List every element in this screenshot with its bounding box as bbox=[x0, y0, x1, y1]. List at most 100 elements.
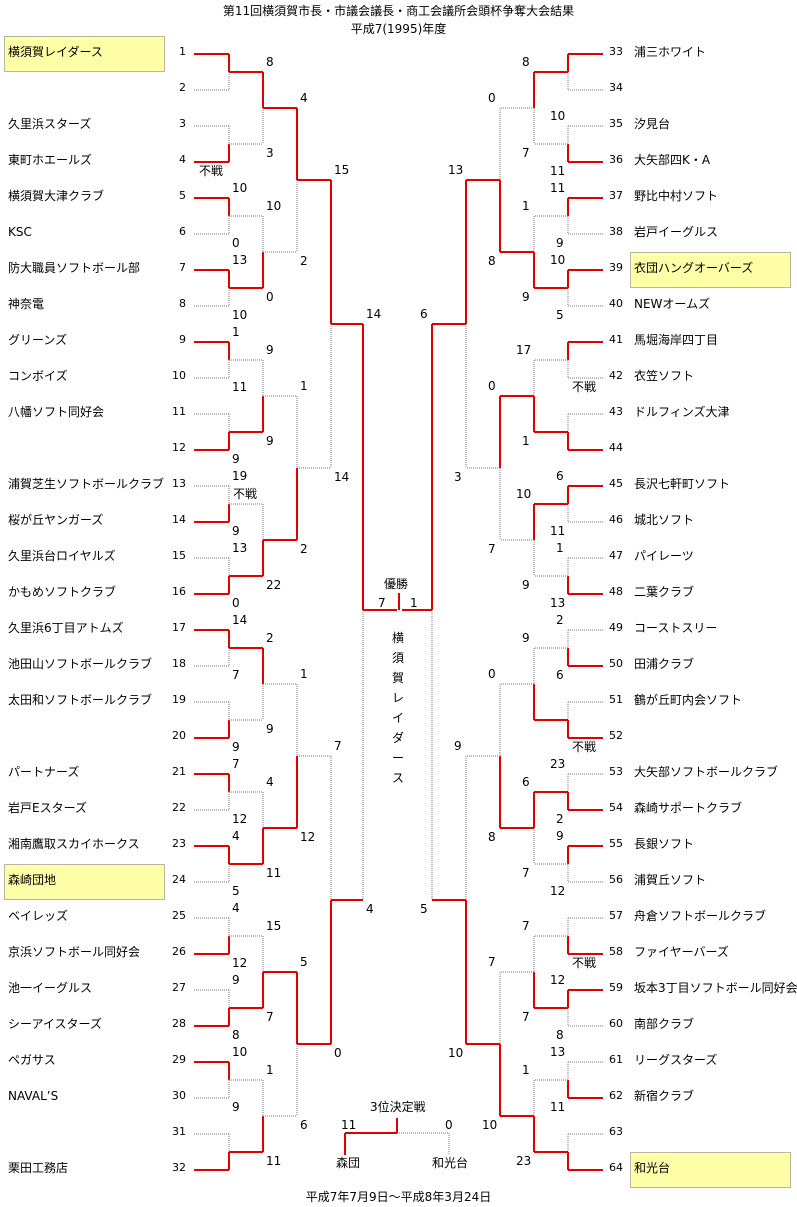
right-seed-number: 41 bbox=[609, 333, 623, 346]
left-team-name: 池一イーグルス bbox=[8, 981, 93, 995]
left-score: 22 bbox=[266, 578, 282, 592]
left-team-name: ペガサス bbox=[8, 1053, 56, 1067]
left-score: 8 bbox=[266, 55, 274, 69]
right-score: 9 bbox=[522, 578, 530, 592]
left-seed-number: 11 bbox=[172, 405, 186, 418]
right-score: 5 bbox=[556, 308, 564, 322]
right-team-name: 長銀ソフト bbox=[634, 837, 695, 851]
third-place-right-score: 0 bbox=[445, 1118, 453, 1132]
right-score: 3 bbox=[454, 470, 462, 484]
right-seed-number: 35 bbox=[609, 117, 623, 130]
right-seed-number: 54 bbox=[609, 801, 623, 814]
right-score: 8 bbox=[488, 830, 496, 844]
left-score: 0 bbox=[334, 1046, 342, 1060]
right-team-name: 和光台 bbox=[634, 1161, 671, 1175]
right-team-name: 田浦クラブ bbox=[634, 657, 695, 671]
left-seed-number: 3 bbox=[179, 117, 186, 130]
left-team-name: かもめソフトクラブ bbox=[8, 585, 117, 599]
right-seed-number: 47 bbox=[609, 549, 623, 562]
left-seed-number: 19 bbox=[172, 693, 186, 706]
right-team-name: 城北ソフト bbox=[634, 513, 695, 527]
right-score: 10 bbox=[550, 253, 566, 267]
right-seed-number: 56 bbox=[609, 873, 623, 886]
right-seed-number: 55 bbox=[609, 837, 623, 850]
right-seed-number: 45 bbox=[609, 477, 623, 490]
left-score: 9 bbox=[232, 524, 240, 538]
left-seed-number: 8 bbox=[179, 297, 186, 310]
right-seed-number: 50 bbox=[609, 657, 623, 670]
right-score: 9 bbox=[556, 236, 564, 250]
right-score: 9 bbox=[454, 739, 462, 753]
right-seed-number: 43 bbox=[609, 405, 623, 418]
left-score: 15 bbox=[334, 163, 350, 177]
right-seed-number: 61 bbox=[609, 1053, 623, 1066]
left-seed-number: 9 bbox=[179, 333, 186, 346]
right-team-name: 馬堀海岸四丁目 bbox=[634, 333, 719, 347]
right-team-name: 舟倉ソフトボールクラブ bbox=[634, 909, 767, 923]
final-label: 優勝 bbox=[384, 577, 409, 591]
left-score: 9 bbox=[232, 973, 240, 987]
right-score: 0 bbox=[488, 667, 496, 681]
left-score: 10 bbox=[232, 1045, 248, 1059]
left-score: 1 bbox=[266, 1063, 274, 1077]
left-score: 14 bbox=[232, 613, 248, 627]
left-seed-number: 5 bbox=[179, 189, 186, 202]
left-team-name: 桜が丘ヤンガーズ bbox=[8, 513, 104, 527]
right-score: 6 bbox=[556, 469, 564, 483]
left-team-name: 岩戸Eスターズ bbox=[8, 801, 87, 815]
right-score: 6 bbox=[420, 307, 428, 321]
left-score: 13 bbox=[232, 541, 248, 555]
left-team-name: コンボイズ bbox=[8, 369, 68, 383]
left-seed-number: 24 bbox=[172, 873, 186, 886]
champion-vertical-name: 横須賀レイダース bbox=[391, 631, 404, 785]
left-seed-number: 16 bbox=[172, 585, 186, 598]
right-score: 不戦 bbox=[572, 380, 597, 394]
left-score: 5 bbox=[300, 955, 308, 969]
right-seed-number: 49 bbox=[609, 621, 623, 634]
left-score: 4 bbox=[232, 829, 240, 843]
right-seed-number: 59 bbox=[609, 981, 623, 994]
left-seed-number: 30 bbox=[172, 1089, 186, 1102]
left-score: 不戦 bbox=[233, 487, 258, 501]
right-score: 7 bbox=[522, 146, 530, 160]
left-team-name: 久里浜スターズ bbox=[8, 117, 92, 131]
left-score: 3 bbox=[266, 146, 274, 160]
right-score: 12 bbox=[550, 884, 566, 898]
right-score: 13 bbox=[550, 596, 566, 610]
right-team-name: 鶴が丘町内会ソフト bbox=[634, 693, 743, 707]
right-score: 8 bbox=[522, 55, 530, 69]
left-team-name: グリーンズ bbox=[8, 333, 68, 347]
left-score: 2 bbox=[300, 542, 308, 556]
right-score: 不戦 bbox=[572, 740, 597, 754]
left-team-name: パートナーズ bbox=[8, 765, 80, 779]
right-team-name: 南部クラブ bbox=[634, 1017, 695, 1031]
right-seed-number: 33 bbox=[609, 45, 623, 58]
right-seed-number: 57 bbox=[609, 909, 623, 922]
highlight-box bbox=[4, 36, 165, 72]
right-score: 11 bbox=[550, 1100, 566, 1114]
left-score: 13 bbox=[232, 253, 248, 267]
left-team-name: 京浜ソフトボール同好会 bbox=[8, 945, 141, 959]
left-score: 7 bbox=[266, 1010, 274, 1024]
left-seed-number: 20 bbox=[172, 729, 186, 742]
right-score: 10 bbox=[448, 1046, 464, 1060]
left-seed-number: 23 bbox=[172, 837, 186, 850]
right-score: 23 bbox=[550, 757, 566, 771]
right-seed-number: 36 bbox=[609, 153, 623, 166]
right-score: 9 bbox=[522, 290, 530, 304]
left-team-name: 太田和ソフトボールクラブ bbox=[8, 693, 153, 707]
right-score: 7 bbox=[522, 866, 530, 880]
left-score: 12 bbox=[300, 830, 316, 844]
left-score: 1 bbox=[232, 325, 240, 339]
right-team-name: コーストスリー bbox=[634, 621, 718, 635]
right-score: 10 bbox=[550, 109, 566, 123]
left-seed-number: 4 bbox=[179, 153, 186, 166]
right-score: 0 bbox=[488, 91, 496, 105]
left-score: 9 bbox=[266, 434, 274, 448]
left-score: 0 bbox=[232, 596, 240, 610]
right-seed-number: 42 bbox=[609, 369, 623, 382]
right-seed-number: 38 bbox=[609, 225, 623, 238]
right-seed-number: 58 bbox=[609, 945, 623, 958]
right-seed-number: 52 bbox=[609, 729, 623, 742]
left-seed-number: 27 bbox=[172, 981, 186, 994]
